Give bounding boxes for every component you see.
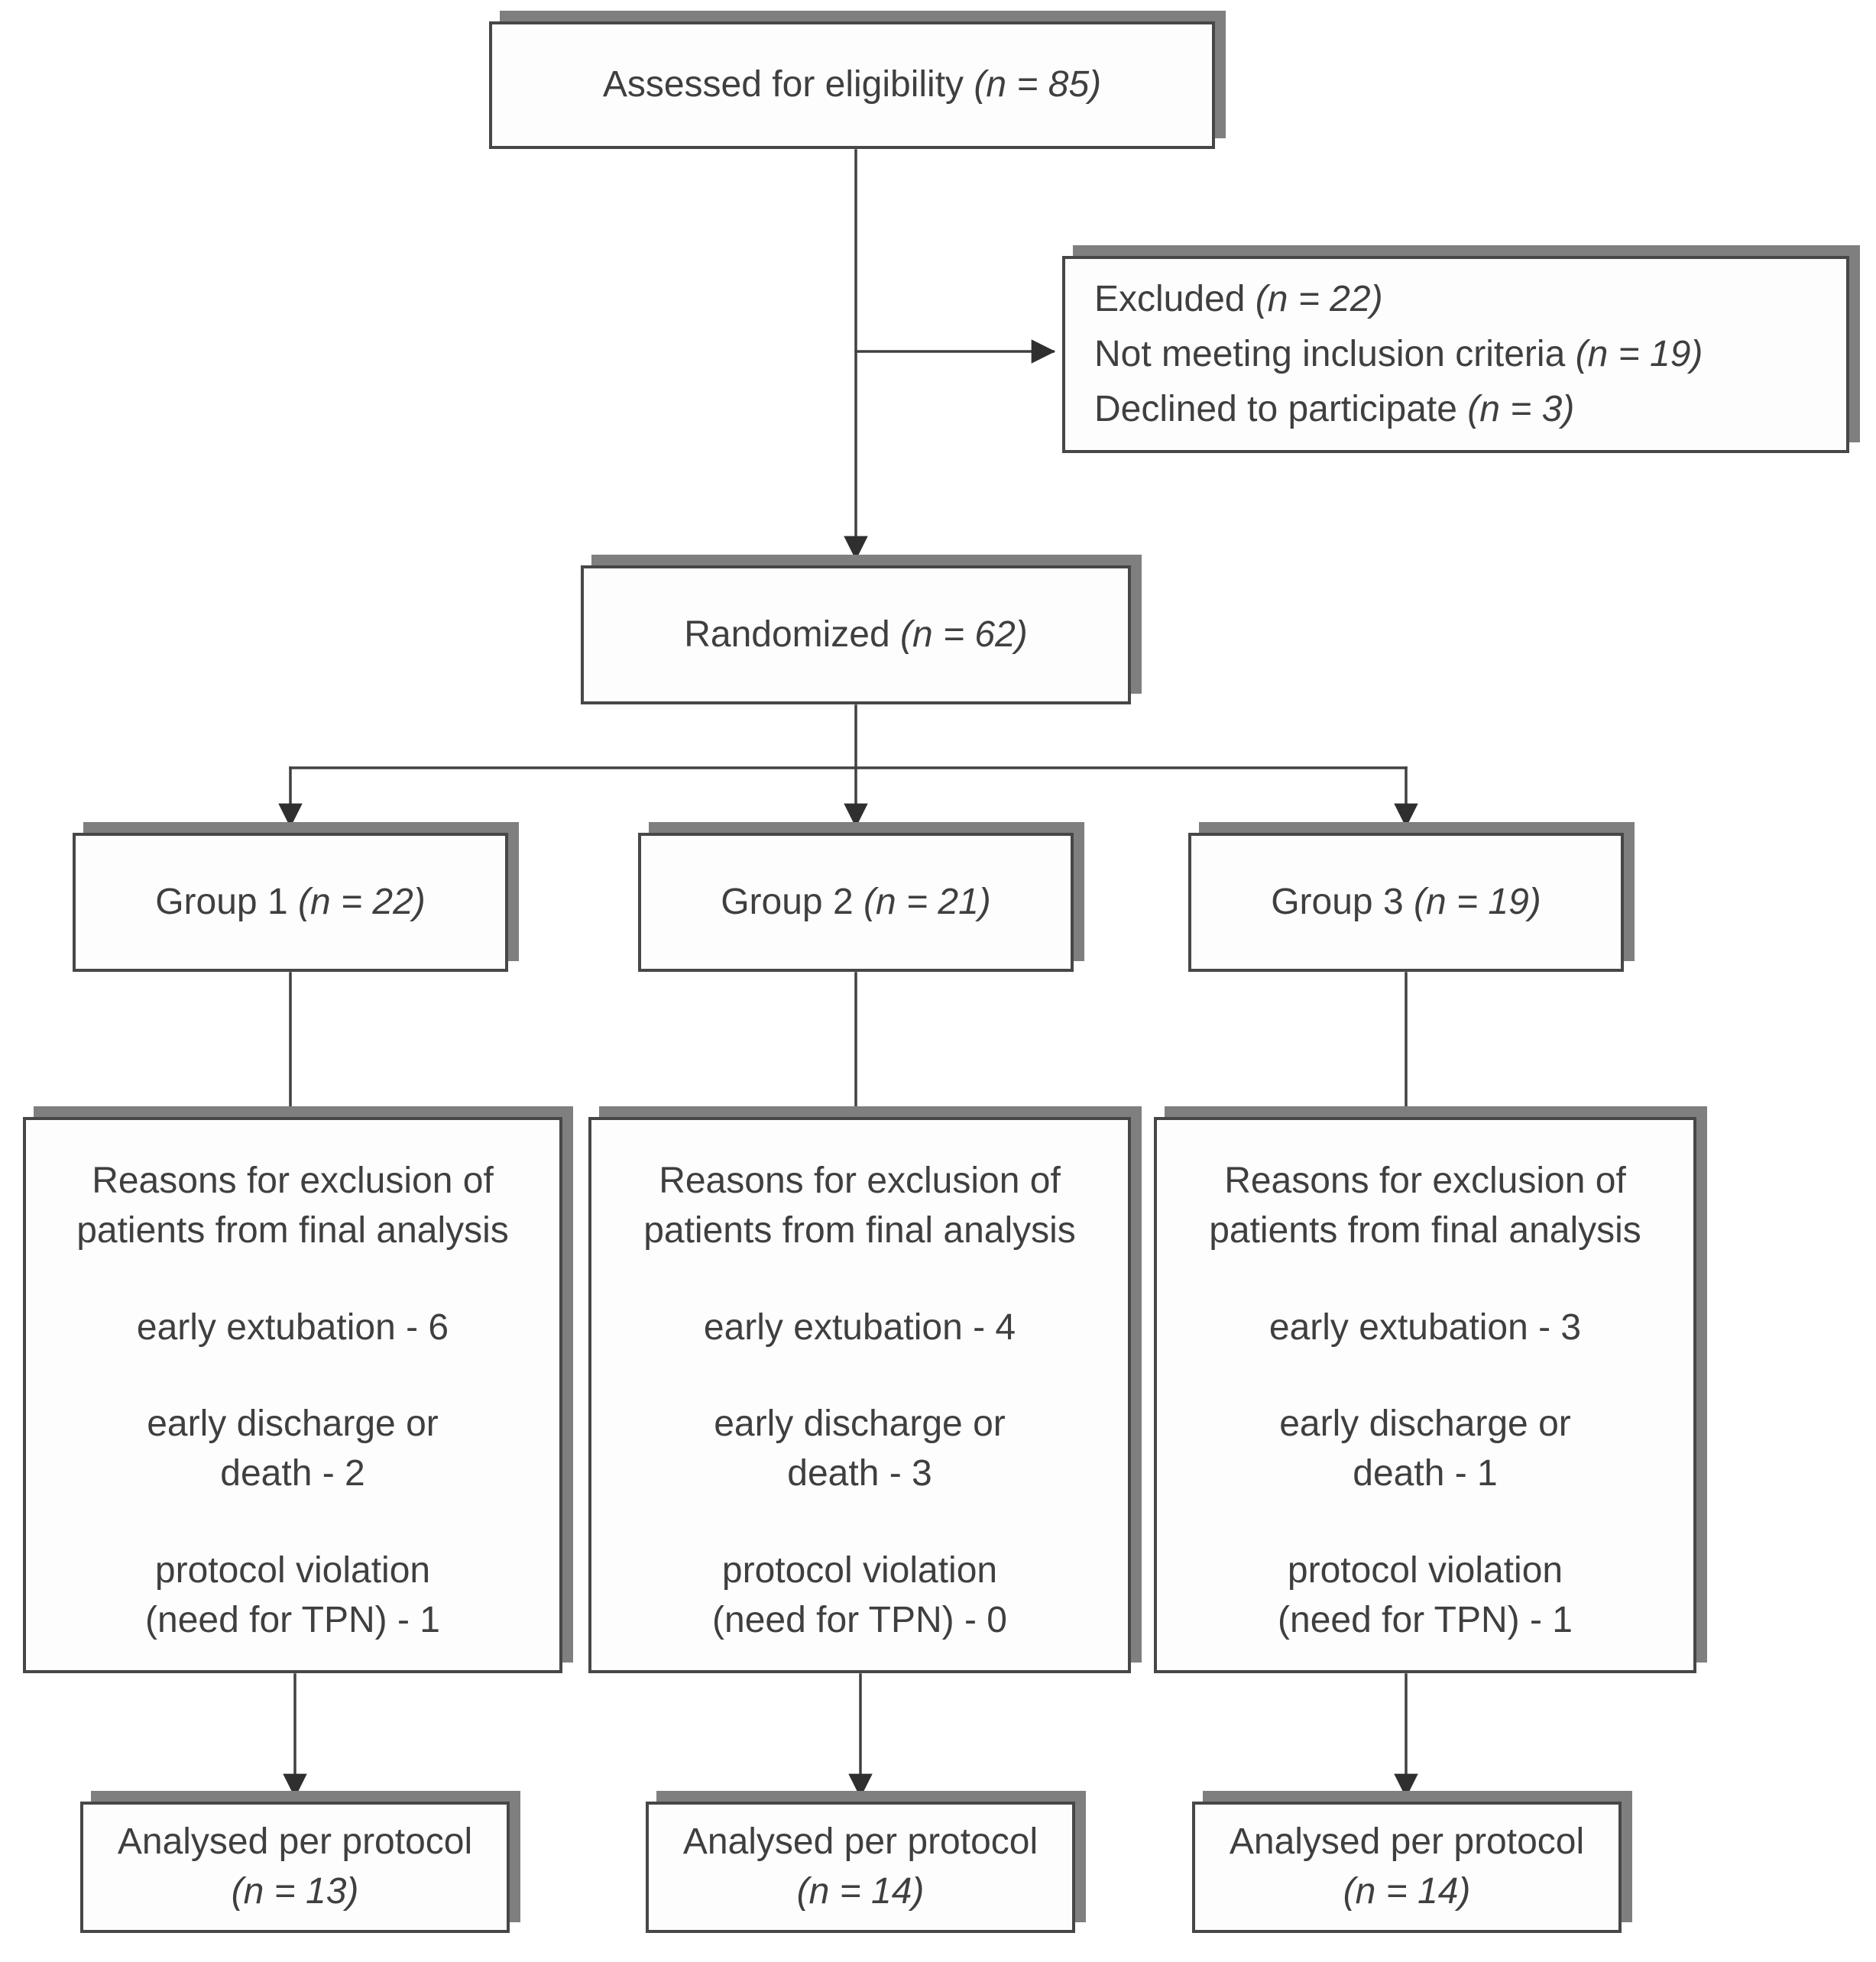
randomized-label: Randomized (n = 62) bbox=[684, 610, 1028, 660]
group3-text: Group 3 bbox=[1271, 881, 1414, 922]
reason-early-extubation: early extubation - 6 bbox=[136, 1306, 449, 1348]
assessed-box: Assessed for eligibility (n = 85) bbox=[489, 21, 1215, 149]
excluded-line-n: (n = 22) bbox=[1255, 279, 1383, 319]
group3-label: Group 3 (n = 19) bbox=[1271, 878, 1541, 928]
randomized-text: Randomized bbox=[684, 614, 901, 655]
group2-analysed-box: Analysed per protocol (n = 14) bbox=[646, 1802, 1075, 1933]
analysed-n: (n = 14) bbox=[1343, 1871, 1471, 1912]
group3-n: (n = 19) bbox=[1414, 881, 1541, 922]
reason-early-extubation: early extubation - 4 bbox=[703, 1306, 1016, 1348]
randomized-box: Randomized (n = 62) bbox=[581, 565, 1131, 704]
group1-reasons-box: Reasons for exclusion of patients from f… bbox=[23, 1117, 562, 1673]
reason-early-extubation: early extubation - 3 bbox=[1268, 1306, 1582, 1348]
excluded-line-text: Excluded bbox=[1094, 279, 1256, 319]
excluded-line: Not meeting inclusion criteria (n = 19) bbox=[1094, 327, 1703, 382]
assessed-label: Assessed for eligibility (n = 85) bbox=[603, 60, 1101, 110]
analysed-n: (n = 14) bbox=[796, 1871, 925, 1912]
analysed-text: Analysed per protocol bbox=[117, 1821, 473, 1863]
reason-early-discharge: early discharge or death - 1 bbox=[1279, 1404, 1571, 1494]
analysed-text: Analysed per protocol bbox=[682, 1821, 1038, 1863]
excluded-box: Excluded (n = 22) Not meeting inclusion … bbox=[1062, 256, 1849, 453]
reason-protocol-violation: protocol violation (need for TPN) - 0 bbox=[712, 1549, 1007, 1640]
excluded-line-n: (n = 19) bbox=[1575, 334, 1703, 374]
analysed-text: Analysed per protocol bbox=[1229, 1821, 1585, 1863]
group1-label: Group 1 (n = 22) bbox=[155, 878, 426, 928]
reasons-title: Reasons for exclusion of patients from f… bbox=[1209, 1161, 1641, 1251]
reason-early-discharge: early discharge or death - 3 bbox=[714, 1404, 1006, 1494]
assessed-n: (n = 85) bbox=[974, 64, 1102, 105]
group3-box: Group 3 (n = 19) bbox=[1188, 833, 1624, 972]
group2-reasons-box: Reasons for exclusion of patients from f… bbox=[588, 1117, 1131, 1673]
randomized-n: (n = 62) bbox=[900, 614, 1028, 655]
excluded-line-text: Declined to participate bbox=[1094, 389, 1468, 429]
reasons-title: Reasons for exclusion of patients from f… bbox=[643, 1161, 1076, 1251]
excluded-line: Declined to participate (n = 3) bbox=[1094, 382, 1574, 437]
group2-label: Group 2 (n = 21) bbox=[721, 878, 991, 928]
analysed-n: (n = 13) bbox=[231, 1871, 359, 1912]
group1-n: (n = 22) bbox=[298, 881, 426, 922]
excluded-line: Excluded (n = 22) bbox=[1094, 272, 1383, 327]
group2-box: Group 2 (n = 21) bbox=[638, 833, 1074, 972]
reason-protocol-violation: protocol violation (need for TPN) - 1 bbox=[1278, 1549, 1573, 1640]
reasons-title: Reasons for exclusion of patients from f… bbox=[76, 1161, 509, 1251]
assessed-text: Assessed for eligibility bbox=[602, 64, 974, 105]
group1-analysed-box: Analysed per protocol (n = 13) bbox=[80, 1802, 510, 1933]
excluded-line-n: (n = 3) bbox=[1467, 389, 1575, 429]
group2-n: (n = 21) bbox=[863, 881, 991, 922]
reason-early-discharge: early discharge or death - 2 bbox=[147, 1404, 439, 1494]
group1-text: Group 1 bbox=[155, 881, 298, 922]
group3-reasons-box: Reasons for exclusion of patients from f… bbox=[1154, 1117, 1696, 1673]
group2-text: Group 2 bbox=[721, 881, 863, 922]
excluded-line-text: Not meeting inclusion criteria bbox=[1094, 334, 1576, 374]
group1-box: Group 1 (n = 22) bbox=[73, 833, 508, 972]
group3-analysed-box: Analysed per protocol (n = 14) bbox=[1192, 1802, 1622, 1933]
reason-protocol-violation: protocol violation (need for TPN) - 1 bbox=[145, 1549, 440, 1640]
